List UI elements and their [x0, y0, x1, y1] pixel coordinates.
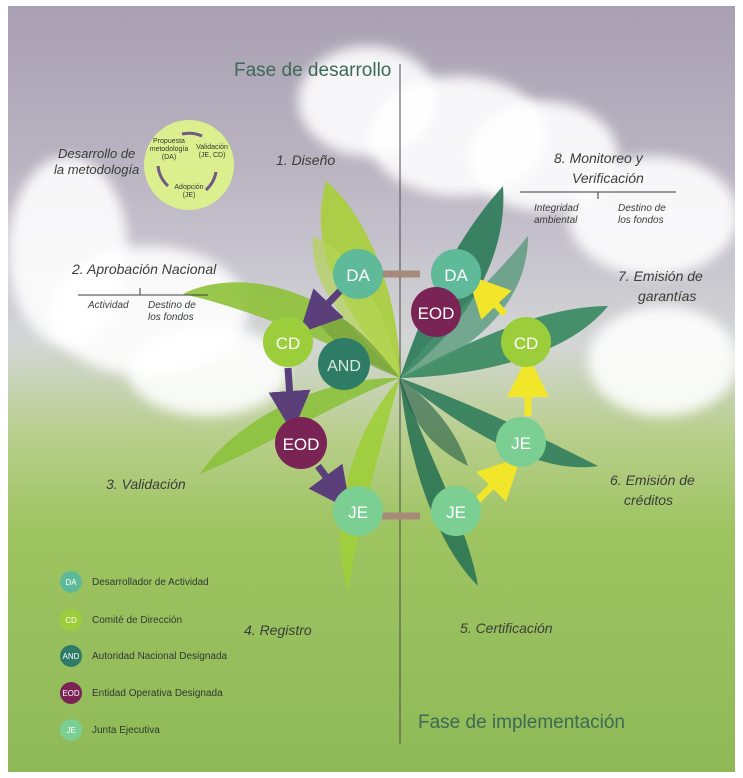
legend-dot-eod: EOD — [60, 682, 82, 704]
legend-item-eod: EOD Entidad Operativa Designada — [60, 682, 223, 704]
svg-text:JE: JE — [446, 503, 466, 522]
svg-text:DA: DA — [346, 266, 370, 285]
arrow-cd-to-eod — [268, 367, 311, 433]
node-eod-left: EOD — [275, 417, 327, 469]
legend-dot-cd: CD — [60, 609, 82, 631]
legend-dot-and: AND — [60, 645, 82, 667]
node-cd-right: CD — [501, 317, 551, 367]
step-6-label: 6. Emisión de créditos — [610, 472, 695, 508]
methodology-step-proposal: Propuesta metodología (DA) — [149, 138, 189, 161]
svg-text:JE: JE — [511, 434, 531, 453]
step-3-label: 3. Validación — [106, 476, 186, 492]
step-4-label: 4. Registro — [244, 622, 312, 638]
node-cd-left: CD — [263, 317, 313, 367]
svg-text:CD: CD — [276, 334, 301, 353]
legend-dot-je: JE — [60, 719, 82, 741]
methodology-step-adoption: Adopción (JE) — [174, 184, 204, 199]
svg-text:AND: AND — [327, 358, 361, 375]
legend-item-cd: CD Comité de Dirección — [60, 609, 182, 631]
svg-text:DA: DA — [444, 266, 468, 285]
legend-label-eod: Entidad Operativa Designada — [92, 687, 223, 699]
phase-development-title: Fase de desarrollo — [234, 60, 392, 81]
svg-text:CD: CD — [514, 334, 539, 353]
methodology-cycle: Propuesta metodología (DA) Validación (J… — [144, 120, 234, 210]
methodology-title: Desarrollo de la metodología — [54, 146, 140, 177]
svg-text:JE: JE — [348, 503, 368, 522]
arrow-da-to-cd — [299, 288, 344, 334]
arrow-je-to-je — [475, 457, 521, 503]
phase-implementation-title: Fase de implementación — [418, 712, 625, 733]
node-and: AND — [318, 338, 370, 390]
node-da-right: DA — [431, 249, 481, 299]
right-petals — [400, 186, 608, 586]
node-je-right-top: JE — [496, 417, 546, 467]
diagram-frame: DA CD AND EOD JE DA EOD CD — [8, 6, 735, 772]
legend-label-je: Junta Ejecutiva — [92, 724, 160, 736]
methodology-step-validation: Validación (JE, CD) — [196, 144, 228, 159]
process-diagram: DA CD AND EOD JE DA EOD CD — [78, 64, 676, 744]
arrow-cd-to-da — [467, 274, 512, 320]
legend-item-and: AND Autoridad Nacional Designada — [60, 645, 227, 667]
step-5-label: 5. Certificación — [460, 620, 553, 636]
node-da-left: DA — [333, 249, 383, 299]
legend-dot-da: DA — [60, 571, 82, 593]
legend-label-and: Autoridad Nacional Designada — [92, 650, 228, 662]
svg-text:EOD: EOD — [418, 304, 455, 323]
legend-item-da: DA Desarrollador de Actividad — [60, 571, 209, 593]
arrow-eod-to-je — [308, 463, 351, 510]
step-2-sub-left: Actividad — [88, 300, 129, 311]
legend-label-da: Desarrollador de Actividad — [92, 576, 209, 588]
legend-label-cd: Comité de Dirección — [92, 614, 183, 626]
svg-text:EOD: EOD — [283, 435, 320, 454]
step-8-sub-left: Integridad ambiental — [534, 203, 579, 226]
step-8-sub-right: Destino de los fondos — [618, 203, 666, 226]
step-2-label: 2. Aprobación Nacional — [72, 261, 217, 277]
step-8-label: 8. Monitoreo y Verificación — [554, 150, 644, 186]
methodology-cycle-arrows — [156, 131, 218, 192]
node-je-right-bottom: JE — [431, 486, 481, 536]
step-1-label: 1. Diseño — [276, 152, 336, 168]
node-je-left: JE — [333, 486, 383, 536]
node-eod-right: EOD — [411, 287, 461, 337]
step-7-label: 7. Emisión de garantías — [618, 268, 703, 304]
legend-item-je: JE Junta Ejecutiva — [60, 719, 160, 741]
step-2-sub-right: Destino de los fondos — [148, 300, 196, 323]
